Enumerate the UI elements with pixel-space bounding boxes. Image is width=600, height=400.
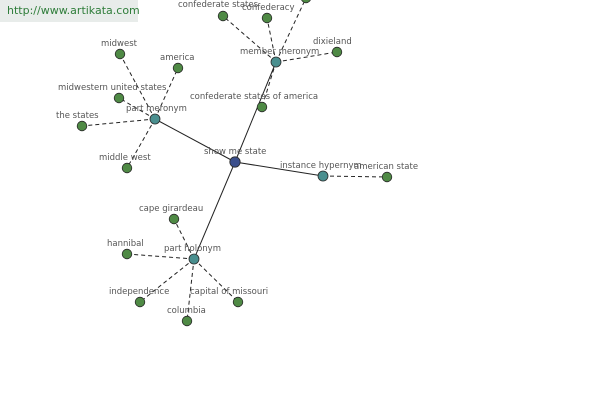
leaf-node-middle-west[interactable] [121,162,133,174]
relation-node-instance-hypernym[interactable] [317,170,329,182]
edge-center-instance-hypernym [234,161,324,177]
relation-node-part-meronym[interactable] [149,113,161,125]
edge-member-meronym-confederate-states-of-america [261,61,277,108]
edge-part-holonym-hannibal [126,253,195,260]
relation-label-member-meronym: member meronym [240,47,319,57]
edge-member-meronym-offscreen [275,0,306,63]
edge-center-part-holonym [193,161,236,260]
leaf-node-hannibal[interactable] [121,248,133,260]
edge-member-meronym-dixieland [275,51,338,63]
leaf-node-columbia[interactable] [181,315,193,327]
leaf-label-the-states: the states [56,111,99,121]
site-watermark[interactable]: http://www.artikata.com [0,0,140,22]
relation-node-member-meronym[interactable] [270,56,282,68]
edge-part-holonym-columbia [186,258,195,322]
leaf-label-cape-girardeau: cape girardeau [139,204,203,214]
leaf-label-america: america [160,53,194,63]
leaf-label-middle-west: middle west [99,153,151,163]
leaf-node-midwestern-united-states[interactable] [113,92,125,104]
edge-part-holonym-capital-of-missouri [193,258,239,303]
relation-label-part-meronym: part meronym [126,104,187,114]
relation-label-part-holonym: part holonym [164,244,221,254]
leaf-node-confederate-states[interactable] [217,10,229,22]
leaf-label-hannibal: hannibal [107,239,144,249]
edge-member-meronym-confederate-states [222,15,277,63]
edge-part-holonym-cape-girardeau [173,218,195,260]
edge-part-holonym-independence [139,258,195,303]
leaf-label-confederate-states: confederate states [178,0,259,10]
edge-part-meronym-the-states [81,118,156,127]
edge-member-meronym-confederacy [266,17,277,63]
leaf-node-confederate-states-of-america[interactable] [256,101,268,113]
leaf-node-capital-of-missouri[interactable] [232,296,244,308]
leaf-label-midwestern-united-states: midwestern united states [58,83,167,93]
leaf-node-independence[interactable] [134,296,146,308]
edge-part-meronym-middle-west [126,118,156,169]
edge-part-meronym-america [154,67,179,120]
leaf-label-columbia: columbia [167,306,206,316]
relation-node-part-holonym[interactable] [188,253,200,265]
leaf-node-dixieland[interactable] [331,46,343,58]
leaf-node-offscreen[interactable] [301,0,311,4]
leaf-label-midwest: midwest [101,39,138,49]
leaf-label-dixieland: dixieland [313,37,352,47]
leaf-label-confederacy: confederacy [242,3,295,13]
relation-label-instance-hypernym: instance hypernym [280,161,362,171]
edge-part-meronym-midwest [119,53,156,120]
leaf-node-cape-girardeau[interactable] [168,213,180,225]
edge-instance-hypernym-american-state [322,175,388,178]
leaf-label-confederate-states-of-america: confederate states of america [190,92,318,102]
leaf-label-american-state: american state [354,162,418,172]
leaf-label-capital-of-missouri: capital of missouri [190,287,268,297]
leaf-node-the-states[interactable] [76,120,88,132]
edge-center-member-meronym [234,61,277,163]
center-node[interactable] [229,156,241,168]
leaf-label-independence: independence [109,287,169,297]
leaf-node-midwest[interactable] [114,48,126,60]
leaf-node-confederacy[interactable] [261,12,273,24]
center-label: show me state [204,147,266,157]
leaf-node-american-state[interactable] [381,171,393,183]
edge-center-part-meronym [154,118,236,163]
leaf-node-america[interactable] [172,62,184,74]
